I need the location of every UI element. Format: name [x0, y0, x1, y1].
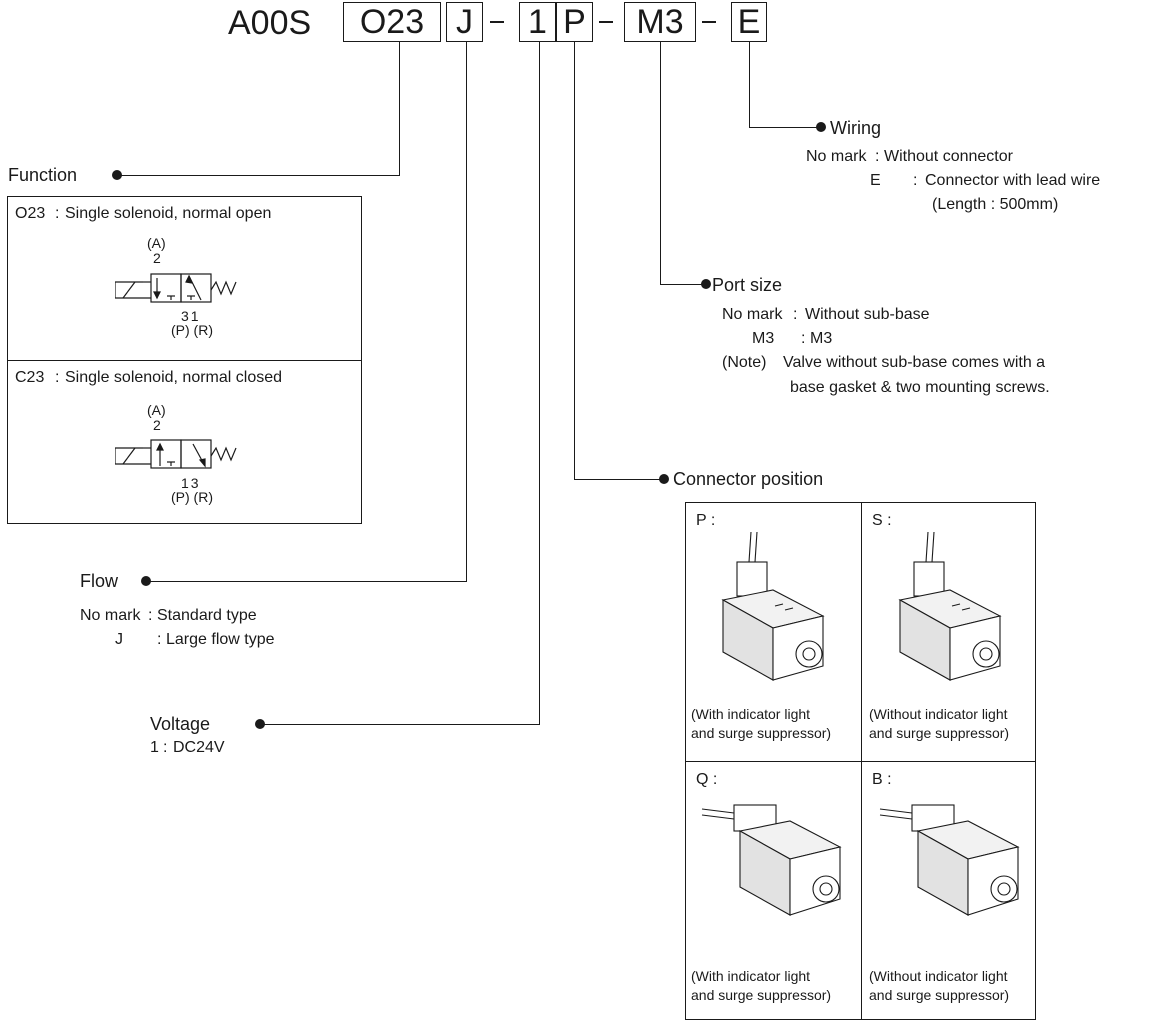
- wiring-key: No mark: [806, 148, 867, 165]
- valve-symbol-normal-closed: [115, 439, 237, 469]
- leader-dot: [816, 122, 826, 132]
- valve-illustration-side: [879, 804, 1020, 916]
- connector-caption: (With indicator light: [691, 968, 811, 984]
- connector-caption: (With indicator light: [691, 706, 811, 722]
- flow-key: J: [115, 631, 123, 648]
- connector-caption: and surge suppressor): [869, 987, 1010, 1003]
- leader-line: [574, 42, 576, 480]
- port-numbers: 31: [181, 308, 201, 324]
- leader-line: [749, 127, 821, 129]
- leader-dot: [701, 279, 711, 289]
- voltage-key: 1: [150, 739, 159, 756]
- port-size-value: Without sub-base: [805, 306, 930, 323]
- code-dash: [490, 21, 504, 23]
- connector-position-title: Connector position: [673, 469, 824, 489]
- function-option-code: C23: [15, 369, 45, 386]
- connector-caption: and surge suppressor): [691, 987, 832, 1003]
- leader-line: [660, 284, 706, 286]
- segment-wiring: E: [731, 2, 767, 42]
- code-colon: :: [163, 739, 168, 756]
- valve-illustration-upright: [721, 531, 825, 681]
- flow-value: Large flow type: [166, 631, 275, 648]
- function-option-desc: Single solenoid, normal open: [65, 205, 272, 222]
- flow-title: Flow: [80, 571, 119, 591]
- leader-line: [539, 42, 541, 725]
- port-a-number: 2: [153, 417, 161, 433]
- segment-connector-position: P: [556, 2, 593, 42]
- port-a-label: (A): [147, 402, 166, 418]
- code-colon: :: [55, 369, 60, 386]
- code-colon: :: [55, 205, 60, 222]
- function-option-code: O23: [15, 205, 46, 222]
- port-size-key: No mark: [722, 306, 783, 323]
- port-size-value: M3: [810, 330, 833, 347]
- wiring-value: Without connector: [884, 148, 1013, 165]
- port-labels: (P) (R): [171, 489, 213, 505]
- port-size-key: M3: [752, 330, 775, 347]
- connector-code: Q :: [696, 771, 718, 788]
- table-divider: [7, 360, 362, 362]
- code-colon: :: [148, 607, 153, 624]
- port-labels: (P) (R): [171, 322, 213, 338]
- segment-function: O23: [343, 2, 441, 42]
- segment-voltage: 1: [519, 2, 556, 42]
- port-numbers: 13: [181, 475, 201, 491]
- code-colon: :: [875, 148, 880, 165]
- code-dash: [599, 21, 613, 23]
- connector-caption: and surge suppressor): [691, 725, 832, 741]
- leader-line: [399, 42, 401, 176]
- wiring-value: Connector with lead wire: [925, 172, 1101, 189]
- port-a-number: 2: [153, 250, 161, 266]
- port-size-title: Port size: [712, 275, 783, 295]
- wiring-note: (Length : 500mm): [932, 196, 1059, 213]
- wiring-title: Wiring: [830, 118, 882, 138]
- connector-code: S :: [872, 512, 892, 529]
- connector-code: B :: [872, 771, 892, 788]
- voltage-value: DC24V: [173, 739, 225, 756]
- flow-value: Standard type: [157, 607, 257, 624]
- port-size-note-label: (Note): [722, 354, 767, 371]
- function-option-desc: Single solenoid, normal closed: [65, 369, 283, 386]
- leader-dot: [141, 576, 151, 586]
- leader-dot: [255, 719, 265, 729]
- leader-line: [660, 42, 662, 285]
- leader-line: [262, 724, 540, 726]
- code-colon: :: [913, 172, 918, 189]
- leader-dot: [659, 474, 669, 484]
- voltage-title: Voltage: [150, 714, 211, 734]
- wiring-key: E: [870, 172, 881, 189]
- port-a-label: (A): [147, 235, 166, 251]
- connector-caption: (Without indicator light: [869, 968, 1008, 984]
- port-size-note-line: Valve without sub-base comes with a: [783, 354, 1046, 371]
- leader-line: [466, 42, 468, 582]
- leader-line: [148, 581, 467, 583]
- leader-line: [749, 42, 751, 128]
- function-title: Function: [8, 165, 78, 185]
- leader-line: [120, 175, 400, 177]
- code-colon: :: [801, 330, 806, 347]
- leader-dot: [112, 170, 122, 180]
- segment-flow: J: [446, 2, 483, 42]
- segment-port-size: M3: [624, 2, 696, 42]
- port-size-note-line: base gasket & two mounting screws.: [790, 379, 1050, 396]
- valve-illustration-upright: [898, 531, 1002, 681]
- series-code: A00S: [228, 4, 312, 42]
- connector-caption: (Without indicator light: [869, 706, 1008, 722]
- connector-code: P :: [696, 512, 716, 529]
- valve-symbol-normal-open: [115, 273, 237, 303]
- code-dash: [702, 21, 716, 23]
- leader-line: [574, 479, 664, 481]
- flow-key: No mark: [80, 607, 141, 624]
- valve-illustration-side: [701, 804, 842, 916]
- connector-caption: and surge suppressor): [869, 725, 1010, 741]
- table-divider: [685, 761, 1036, 763]
- code-colon: :: [157, 631, 162, 648]
- code-colon: :: [793, 306, 798, 323]
